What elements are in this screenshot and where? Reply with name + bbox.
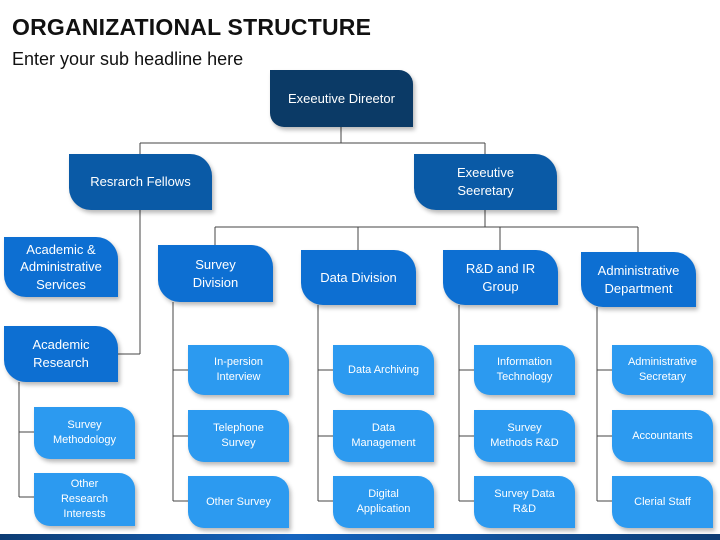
node-academic-admin-services: Academic & Administrative Services [4,237,118,297]
node-executive-secretary: Exeeutive Seeretary [414,154,557,210]
node-other-research-interests: Other Research Interests [34,473,135,526]
node-survey-data-rd: Survey Data R&D [474,476,575,528]
node-digital-application: Digital Application [333,476,434,528]
page-subtitle: Enter your sub headline here [12,49,244,69]
node-administrative-department: Administrative Department [581,252,696,307]
node-research-fellows: Resrarch Fellows [69,154,212,210]
node-clerical-staff: Clerial Staff [612,476,713,528]
node-in-person-interview: In-persion Interview [188,345,289,395]
node-survey-methods-rd: Survey Methods R&D [474,410,575,462]
node-data-division: Data Division [301,250,416,305]
node-telephone-survey: Telephone Survey [188,410,289,462]
node-information-technology: Information Technology [474,345,575,395]
node-rd-ir-group: R&D and IR Group [443,250,558,305]
node-other-survey: Other Survey [188,476,289,528]
node-survey-division: Survey Division [158,245,273,302]
node-data-archiving: Data Archiving [333,345,434,395]
node-executive-director: Exeeutive Direetor [270,70,413,127]
node-accountants: Accountants [612,410,713,462]
node-administrative-secretary: Administrative Secretary [612,345,713,395]
page-title: ORGANIZATIONAL STRUCTURE [12,14,372,40]
footer-bar [0,534,720,540]
node-academic-research: Academic Research [4,326,118,382]
node-data-management: Data Management [333,410,434,462]
node-survey-methodology: Survey Methodology [34,407,135,459]
